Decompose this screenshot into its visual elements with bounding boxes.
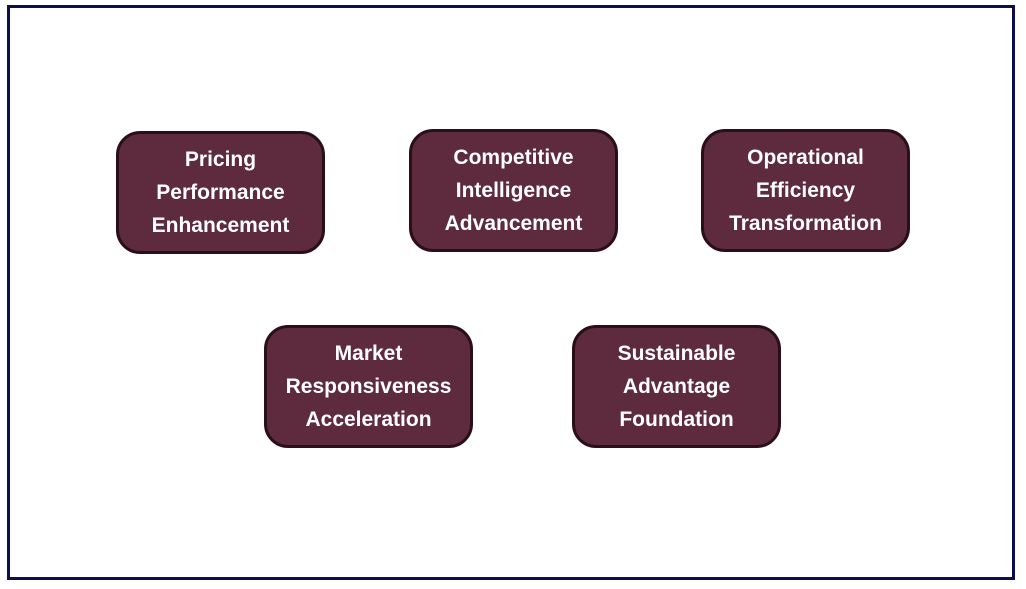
box-label-line: Responsiveness: [285, 375, 452, 398]
box-label-line: Efficiency: [755, 179, 856, 202]
box-label-line: Operational: [747, 146, 864, 169]
box-label-line: Pricing: [184, 148, 257, 171]
box-label-line: Advantage: [622, 375, 731, 398]
box-label: Operational Efficiency Transformation: [729, 141, 882, 240]
diagram-frame: [7, 5, 1015, 580]
box-label-line: Enhancement: [151, 214, 290, 237]
box-label-line: Sustainable: [617, 342, 736, 365]
box-market-responsiveness-acceleration: Market Responsiveness Acceleration: [264, 325, 473, 448]
box-label: Pricing Performance Enhancement: [152, 143, 290, 242]
box-label-line: Acceleration: [305, 408, 432, 431]
box-label-line: Intelligence: [455, 179, 572, 202]
box-label-line: Market: [334, 342, 403, 365]
box-pricing-performance-enhancement: Pricing Performance Enhancement: [116, 131, 325, 254]
box-competitive-intelligence-advancement: Competitive Intelligence Advancement: [409, 129, 618, 252]
box-sustainable-advantage-foundation: Sustainable Advantage Foundation: [572, 325, 781, 448]
box-label-line: Advancement: [444, 212, 583, 235]
box-operational-efficiency-transformation: Operational Efficiency Transformation: [701, 129, 910, 252]
box-label: Market Responsiveness Acceleration: [286, 337, 452, 436]
box-label: Sustainable Advantage Foundation: [618, 337, 736, 436]
box-label: Competitive Intelligence Advancement: [445, 141, 583, 240]
box-label-line: Foundation: [619, 408, 734, 431]
box-label-line: Performance: [156, 181, 285, 204]
box-label-line: Competitive: [453, 146, 574, 169]
box-label-line: Transformation: [729, 212, 882, 235]
